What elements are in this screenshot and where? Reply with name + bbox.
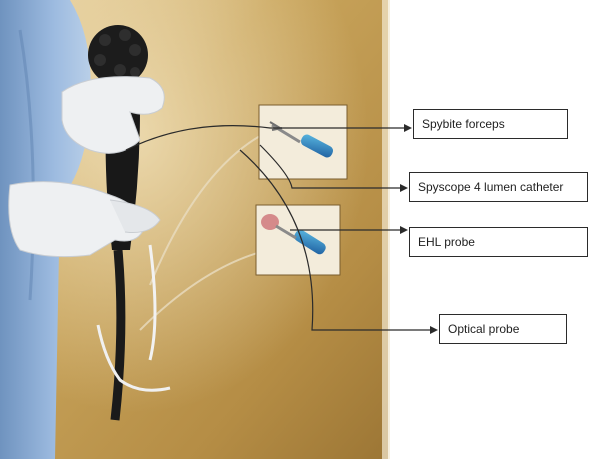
label-optical-probe: Optical probe [439,314,567,344]
label-ehl-probe: EHL probe [409,227,588,257]
label-spybite-forceps: Spybite forceps [413,109,568,139]
label-spyscope-catheter: Spyscope 4 lumen catheter [409,172,588,202]
